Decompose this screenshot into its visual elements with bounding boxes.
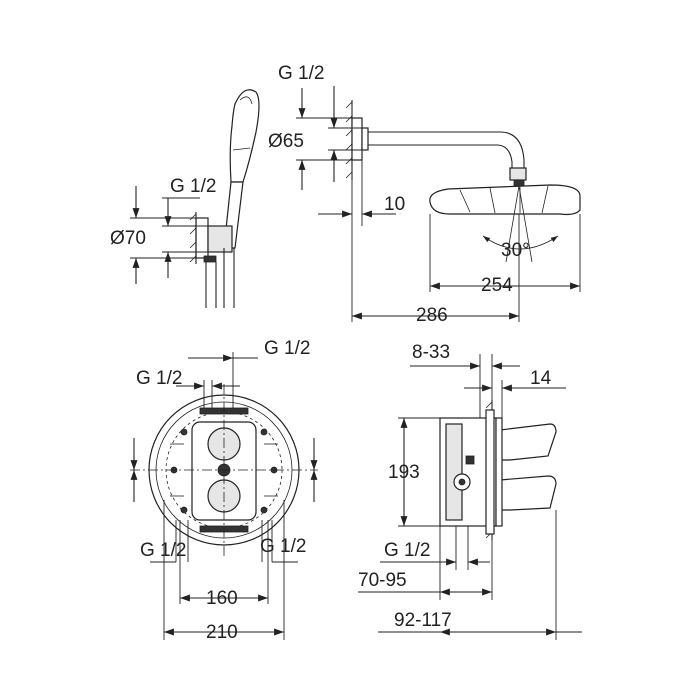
side-thread-label: G 1/2	[384, 540, 430, 561]
hand-shower-view: G 1/2 Ø70	[110, 89, 260, 308]
thermostat-front-view: G 1/2 G 1/2 G 1/2 G 1/2 160 210	[130, 338, 318, 643]
rain-shower-head	[429, 184, 581, 216]
total-range-label: 92-117	[394, 610, 452, 631]
body-height-label: 193	[388, 462, 420, 483]
head-depth-label: 10	[384, 194, 405, 215]
outlet-spacing-label: 160	[206, 588, 238, 609]
upper-handle	[499, 423, 557, 461]
arm-length-label: 286	[416, 305, 448, 326]
head-shower-view: G 1/2 Ø65 10 30° 254 286	[268, 63, 581, 326]
top-left-thread-label: G 1/2	[170, 176, 216, 197]
front-depth-label: 14	[530, 368, 552, 389]
wall-range-label: 70-95	[358, 570, 407, 591]
inlet-top-right-label: G 1/2	[264, 338, 310, 359]
depth-range-label: 8-33	[412, 342, 450, 363]
head-width-label: 254	[481, 275, 513, 296]
hand-shower	[229, 89, 260, 183]
shower-arm	[368, 131, 525, 168]
outlet-left-label: G 1/2	[140, 540, 186, 561]
thermostat-side-view: 8-33 14 193 G 1/2 70-95 92-117	[358, 342, 582, 640]
wall-flange	[351, 117, 363, 161]
holder-diameter-label: Ø70	[110, 228, 146, 249]
head-diameter-label: Ø65	[268, 131, 304, 152]
plate-width-label: 210	[206, 622, 238, 643]
lower-handle	[499, 475, 557, 511]
spray-angle-arc	[482, 235, 559, 250]
outlet-right-label: G 1/2	[260, 536, 306, 557]
top-right-thread-label: G 1/2	[278, 63, 324, 84]
spray-angle-label: 30°	[501, 240, 530, 261]
inlet-top-left-label: G 1/2	[136, 368, 182, 389]
arm-connector	[509, 167, 527, 181]
